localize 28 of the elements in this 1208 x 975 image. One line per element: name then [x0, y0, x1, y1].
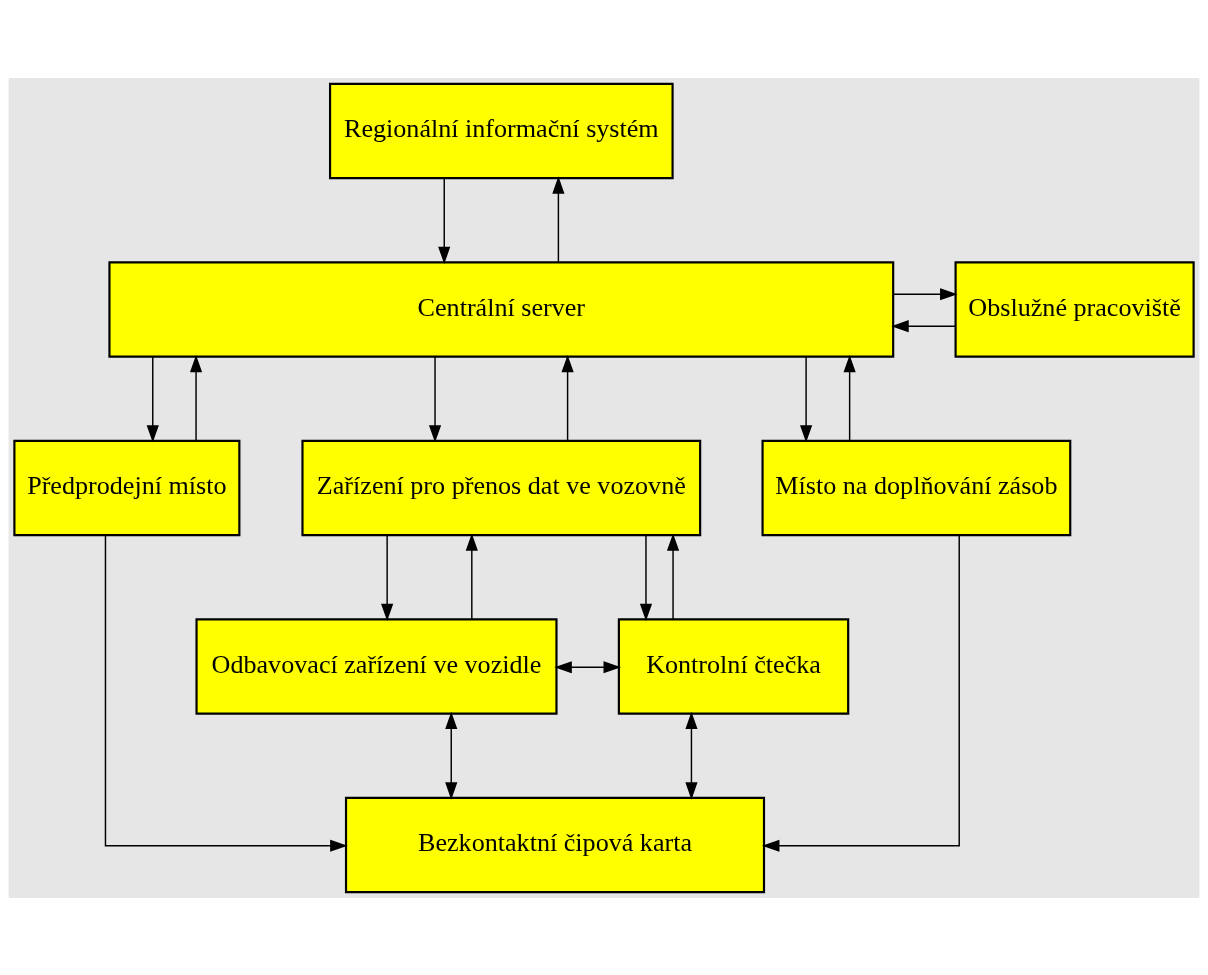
arrow [800, 355, 813, 443]
arrow [381, 534, 394, 621]
node-box: Odbavovací zařízení ve vozidle [195, 617, 558, 715]
arrow [891, 319, 956, 332]
arrow [189, 354, 203, 441]
node-box: Místo na doplňování zásob [761, 439, 1072, 536]
node-box: Předprodejní místo [13, 439, 241, 536]
arrow [428, 355, 442, 443]
arrow [552, 175, 565, 263]
node-box: Kontrolní čtečka [617, 617, 850, 715]
node-box: Regionální informační systém [328, 82, 674, 179]
arrow [438, 177, 451, 264]
arrow [465, 532, 478, 620]
arrow [762, 534, 960, 852]
arrow [146, 355, 159, 443]
arrow [843, 354, 856, 441]
arrow [104, 534, 348, 852]
arrow [892, 287, 958, 300]
node-box: Bezkontaktní čipová karta [344, 796, 766, 893]
node-box: Obslužné pracoviště [954, 260, 1195, 358]
arrow [666, 532, 680, 620]
node-box: Zařízení pro přenos dat ve vozovně [301, 439, 702, 536]
arrow [445, 711, 458, 800]
arrow [561, 354, 574, 441]
node-box: Centrální server [108, 260, 895, 358]
arrow [639, 534, 653, 621]
arrow [554, 660, 621, 673]
arrow [685, 711, 698, 800]
